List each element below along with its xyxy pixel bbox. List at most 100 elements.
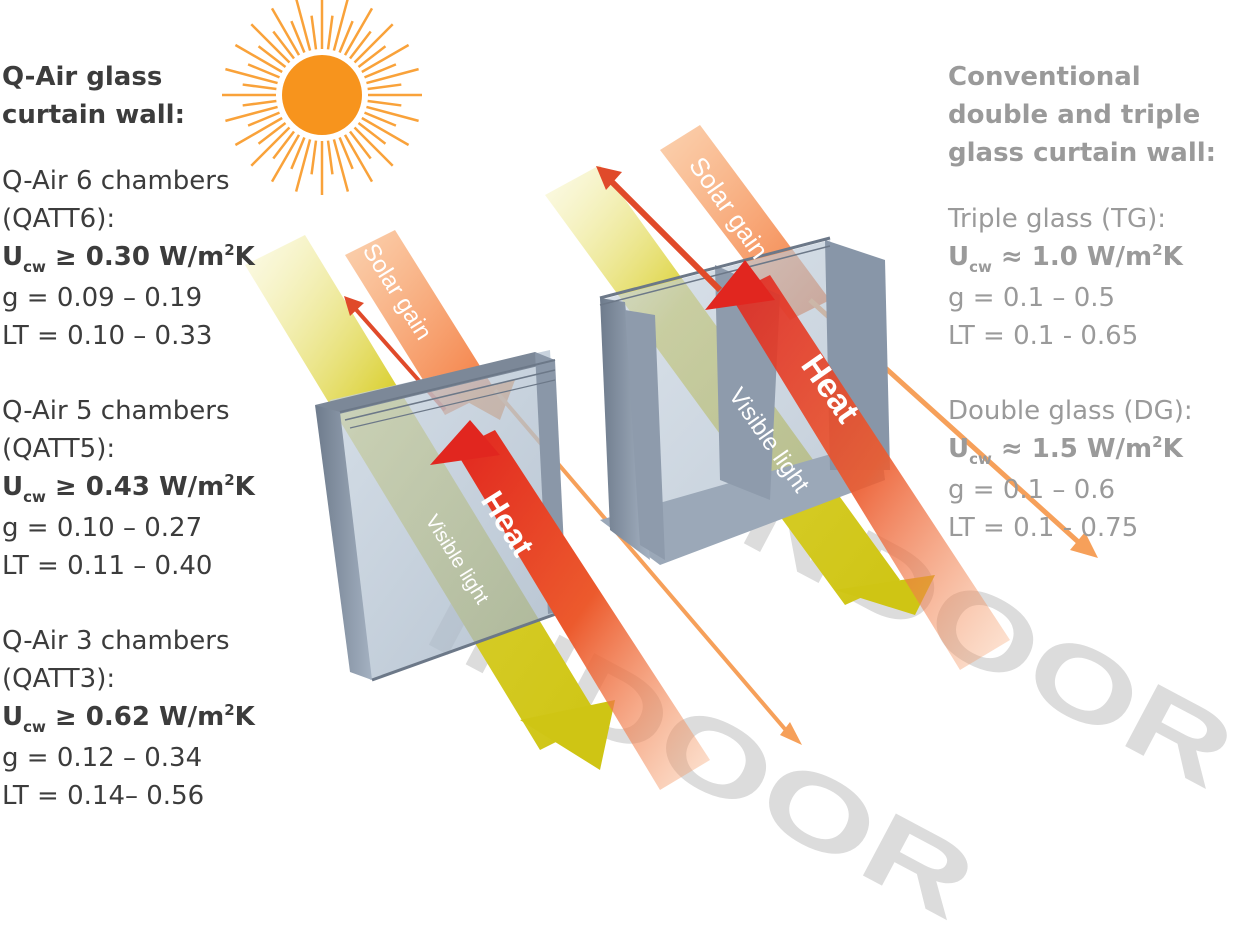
spec-name: Q-Air 6 chambers — [2, 166, 230, 196]
conv-title-line1: Conventional — [948, 62, 1141, 92]
sun-ray — [338, 137, 354, 170]
qair-glass-back — [330, 350, 565, 680]
heat-reflect-arrowhead-right — [596, 166, 622, 190]
sun-ray — [349, 30, 372, 60]
sun-ray — [247, 111, 280, 127]
sun-icon — [222, 0, 422, 195]
sun-disc — [282, 55, 362, 135]
spec-g-value: g = 0.09 – 0.19 — [2, 283, 203, 313]
triple-glass-spec: Triple glass (TG): Ucw ≈ 1.0 W/m2K g = 0… — [948, 200, 1238, 355]
qair-title-line1: Q-Air glass — [2, 62, 163, 92]
qair-frame-left — [315, 405, 372, 680]
spec-g-value: g = 0.10 – 0.27 — [2, 513, 203, 543]
spec-lt-value: LT = 0.11 – 0.40 — [2, 551, 213, 581]
sun-ray — [361, 43, 410, 74]
spec-code: (QATT6): — [2, 204, 116, 234]
conv-top-edge — [599, 236, 831, 300]
sun-ray — [366, 105, 419, 123]
sun-ray — [357, 122, 387, 145]
sun-ray — [257, 45, 287, 68]
qair-spec-panel: Q-Air glass curtain wall: Q-Air 6 chambe… — [2, 58, 262, 852]
sun-ray — [295, 0, 312, 51]
spec-u-value: Ucw ≥ 0.62 W/m2K — [2, 701, 255, 736]
spec-g-value: g = 0.1 – 0.6 — [948, 475, 1116, 505]
sun-ray — [367, 83, 402, 91]
spec-name: Double glass (DG): — [948, 396, 1193, 426]
qair-pane-line-3 — [349, 379, 556, 429]
spec-u-value: Ucw ≥ 0.43 W/m2K — [2, 471, 255, 506]
sun-ray — [247, 63, 280, 79]
sun-ray — [270, 7, 301, 56]
conv-top-edge-2 — [599, 245, 831, 306]
spec-code: (QATT3): — [2, 664, 116, 694]
conv-title-line3: glass curtain wall: — [948, 138, 1217, 168]
heat-reflect-line-right — [607, 177, 723, 293]
spec-name: Q-Air 5 chambers — [2, 396, 230, 426]
conv-mullion-left — [625, 310, 665, 560]
heat-reflect-arrowhead-left — [344, 296, 364, 316]
sun-ray — [225, 105, 278, 123]
qair-6-chambers-spec: Q-Air 6 chambers (QATT6): Ucw ≥ 0.30 W/m… — [2, 162, 262, 355]
sun-rays — [222, 0, 422, 195]
sun-ray — [234, 116, 283, 147]
sun-ray — [310, 140, 318, 175]
spec-g-value: g = 0.1 – 0.5 — [948, 283, 1116, 313]
sun-ray — [257, 122, 287, 145]
conventional-heading: Conventional double and triple glass cur… — [948, 58, 1238, 172]
sun-ray — [343, 134, 374, 183]
sun-ray — [290, 137, 306, 170]
qair-heading: Q-Air glass curtain wall: — [2, 58, 262, 134]
qair-title-line2: curtain wall: — [2, 100, 185, 130]
sun-ray — [272, 30, 295, 60]
spec-lt-value: LT = 0.14– 0.56 — [2, 781, 205, 811]
sun-ray — [364, 111, 397, 127]
qair-top-edge — [315, 352, 555, 415]
sun-ray — [250, 126, 291, 167]
heat-arrowhead-left — [430, 420, 500, 465]
sun-ray — [242, 99, 277, 107]
double-glass-spec: Double glass (DG): Ucw ≈ 1.5 W/m2K g = 0… — [948, 392, 1238, 547]
conv-bottom-sill — [600, 440, 885, 565]
sun-ray — [310, 15, 318, 50]
sun-ray — [366, 67, 419, 85]
sun-ray — [242, 83, 277, 91]
sun-ray — [332, 0, 349, 51]
sun-ray — [272, 130, 295, 160]
qair-3-chambers-spec: Q-Air 3 chambers (QATT3): Ucw ≥ 0.62 W/m… — [2, 622, 262, 815]
conv-title-line2: double and triple — [948, 100, 1201, 130]
heat-beam-left — [455, 430, 710, 790]
heat-beam-right — [730, 275, 1010, 670]
spec-name: Triple glass (TG): — [948, 204, 1167, 234]
solar-transmit-arrowhead-right — [1070, 532, 1098, 558]
spec-lt-value: LT = 0.1 - 0.75 — [948, 513, 1139, 543]
sun-ray — [353, 126, 394, 167]
sun-ray — [294, 139, 312, 192]
spec-u-value: Ucw ≈ 1.5 W/m2K — [948, 433, 1183, 468]
spec-name: Q-Air 3 chambers — [2, 626, 230, 656]
solar-gain-beam-left — [345, 230, 495, 415]
sun-ray — [250, 23, 291, 64]
qair-pane-line-2 — [344, 369, 556, 421]
solar-transmit-arrowhead-left — [780, 722, 802, 745]
sun-ray — [332, 139, 350, 192]
sun-ray — [234, 43, 283, 74]
conventional-glass-unit — [599, 236, 890, 565]
spec-lt-value: LT = 0.1 - 0.65 — [948, 321, 1139, 351]
visible-light-arrowhead-left — [520, 700, 615, 770]
qair-5-chambers-spec: Q-Air 5 chambers (QATT5): Ucw ≥ 0.43 W/m… — [2, 392, 262, 585]
spec-lt-value: LT = 0.10 – 0.33 — [2, 321, 213, 351]
sun-ray — [290, 20, 306, 53]
heat-arrowhead-right — [705, 260, 775, 310]
spec-u-value: Ucw ≥ 0.30 W/m2K — [2, 241, 255, 276]
spec-code: (QATT5): — [2, 434, 116, 464]
sun-ray — [338, 20, 354, 53]
sun-ray — [225, 67, 278, 85]
sun-ray — [357, 45, 387, 68]
sun-ray — [326, 15, 334, 50]
spec-g-value: g = 0.12 – 0.34 — [2, 743, 203, 773]
sun-ray — [270, 134, 301, 183]
qair-pane-line-1 — [339, 359, 556, 413]
sun-ray — [364, 63, 397, 79]
qair-bottom-edge — [371, 608, 568, 682]
